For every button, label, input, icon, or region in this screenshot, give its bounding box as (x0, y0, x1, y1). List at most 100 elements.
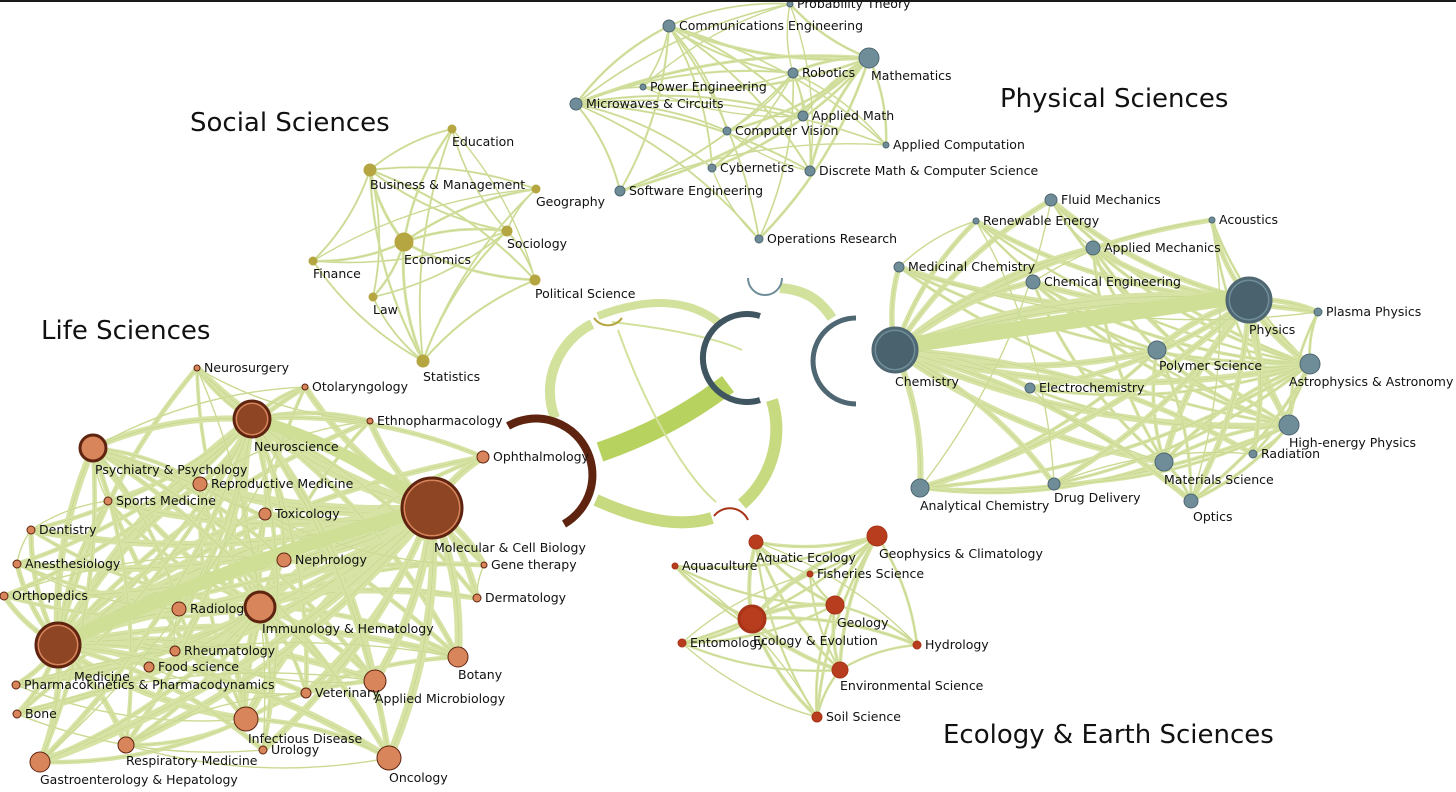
node-respiratory-medicine[interactable]: Respiratory Medicine (117, 736, 258, 768)
node-circle-radiation[interactable] (1248, 449, 1258, 459)
node-circle-geography[interactable] (531, 184, 541, 194)
node-materials-science[interactable]: Materials Science (1154, 452, 1274, 487)
node-geology[interactable]: Geology (825, 595, 889, 630)
node-statistics[interactable]: Statistics (416, 354, 480, 384)
node-circle-political-science[interactable] (529, 274, 541, 286)
node-law[interactable]: Law (368, 292, 398, 317)
node-circle-discrete-math-and-computer-science[interactable] (804, 165, 816, 177)
node-circle-communications-engineering[interactable] (662, 19, 676, 33)
node-ethnopharmacology[interactable]: Ethnopharmacology (366, 413, 503, 428)
node-aquaculture[interactable]: Aquaculture (671, 558, 758, 573)
node-circle-acoustics[interactable] (1208, 216, 1216, 224)
node-high-energy-physics[interactable]: High-energy Physics (1278, 414, 1416, 450)
node-circle-ethnopharmacology[interactable] (366, 417, 374, 425)
node-polymer-science[interactable]: Polymer Science (1147, 340, 1262, 373)
node-circle-cybernetics[interactable] (707, 163, 717, 173)
node-circle-entomology[interactable] (677, 638, 687, 648)
node-urology[interactable]: Urology (258, 742, 320, 757)
node-operations-research[interactable]: Operations Research (754, 231, 897, 246)
node-drug-delivery[interactable]: Drug Delivery (1047, 477, 1141, 505)
node-plasma-physics[interactable]: Plasma Physics (1313, 304, 1421, 319)
node-chemistry[interactable]: Chemistry (871, 326, 960, 389)
node-toxicology[interactable]: Toxicology (258, 506, 340, 521)
node-circle-astrophysics-and-astronomy[interactable] (1299, 353, 1321, 375)
node-circle-reproductive-medicine[interactable] (192, 476, 208, 492)
node-power-engineering[interactable]: Power Engineering (639, 79, 767, 94)
node-circle-power-engineering[interactable] (639, 83, 647, 91)
node-mathematics[interactable]: Mathematics (858, 47, 952, 83)
node-ophthalmology[interactable]: Ophthalmology (476, 449, 590, 464)
node-circle-nephrology[interactable] (276, 552, 292, 568)
node-chemical-engineering[interactable]: Chemical Engineering (1025, 274, 1181, 290)
node-circle-aquatic-ecology[interactable] (748, 534, 764, 550)
node-molecular-and-cell-biology[interactable]: Molecular & Cell Biology (400, 476, 586, 555)
node-circle-botany[interactable] (447, 646, 469, 668)
node-optics[interactable]: Optics (1183, 493, 1233, 524)
node-electrochemistry[interactable]: Electrochemistry (1024, 380, 1145, 395)
node-circle-economics[interactable] (394, 232, 414, 252)
node-circle-oncology[interactable] (376, 745, 402, 771)
node-circle-infectious-disease[interactable] (233, 706, 259, 732)
node-geography[interactable]: Geography (531, 184, 606, 209)
node-circle-anesthesiology[interactable] (12, 559, 22, 569)
node-circle-software-engineering[interactable] (614, 185, 626, 197)
node-circle-dermatology[interactable] (472, 593, 482, 603)
node-circle-applied-microbiology[interactable] (363, 669, 387, 693)
node-circle-soil-science[interactable] (811, 711, 823, 723)
node-circle-law[interactable] (368, 292, 378, 302)
node-rheumatology[interactable]: Rheumatology (169, 643, 276, 658)
node-circle-food-science[interactable] (143, 661, 155, 673)
node-radiology[interactable]: Radiology (171, 601, 252, 617)
node-circle-electrochemistry[interactable] (1024, 382, 1036, 394)
node-dermatology[interactable]: Dermatology (472, 590, 567, 605)
node-circle-bone[interactable] (12, 709, 22, 719)
node-pharmacokinetics-and-pharmacodynamics[interactable]: Pharmacokinetics & Pharmacodynamics (11, 677, 275, 692)
node-education[interactable]: Education (447, 124, 514, 149)
node-aquatic-ecology[interactable]: Aquatic Ecology (748, 534, 857, 565)
node-astrophysics-and-astronomy[interactable]: Astrophysics & Astronomy (1289, 353, 1454, 389)
node-circle-environmental-science[interactable] (831, 661, 849, 679)
node-circle-veterinary[interactable] (300, 687, 312, 699)
node-sports-medicine[interactable]: Sports Medicine (103, 493, 216, 508)
node-economics[interactable]: Economics (394, 232, 471, 267)
node-food-science[interactable]: Food science (143, 659, 239, 674)
node-circle-microwaves-and-circuits[interactable] (569, 97, 583, 111)
node-circle-analytical-chemistry[interactable] (910, 478, 930, 498)
node-anesthesiology[interactable]: Anesthesiology (12, 556, 121, 571)
node-circle-fluid-mechanics[interactable] (1044, 193, 1058, 207)
node-circle-drug-delivery[interactable] (1047, 477, 1061, 491)
node-bone[interactable]: Bone (12, 706, 57, 721)
node-circle-polymer-science[interactable] (1147, 340, 1167, 360)
node-hydrology[interactable]: Hydrology (912, 637, 989, 652)
node-immunology-and-hematology[interactable]: Immunology & Hematology (243, 590, 434, 636)
node-circle-ophthalmology[interactable] (476, 450, 490, 464)
node-circle-radiology[interactable] (171, 601, 187, 617)
node-communications-engineering[interactable]: Communications Engineering (662, 18, 863, 33)
node-circle-respiratory-medicine[interactable] (117, 736, 135, 754)
node-cybernetics[interactable]: Cybernetics (707, 160, 794, 175)
node-circle-psychiatry-and-psychology[interactable] (78, 433, 108, 463)
node-veterinary[interactable]: Veterinary (300, 685, 380, 700)
node-otolaryngology[interactable]: Otolaryngology (301, 379, 409, 394)
node-circle-operations-research[interactable] (754, 234, 764, 244)
node-circle-dentistry[interactable] (26, 525, 36, 535)
node-circle-gastroenterology-and-hepatology[interactable] (29, 751, 51, 773)
node-acoustics[interactable]: Acoustics (1208, 212, 1278, 227)
node-circle-aquaculture[interactable] (671, 562, 679, 570)
node-circle-mathematics[interactable] (858, 47, 880, 69)
node-medicine[interactable]: Medicine (34, 621, 130, 684)
node-physics[interactable]: Physics (1225, 276, 1295, 337)
node-circle-otolaryngology[interactable] (301, 383, 309, 391)
node-circle-chemical-engineering[interactable] (1025, 274, 1041, 290)
node-orthopedics[interactable]: Orthopedics (0, 588, 88, 603)
node-circle-urology[interactable] (258, 745, 268, 755)
node-applied-mechanics[interactable]: Applied Mechanics (1085, 240, 1221, 256)
node-entomology[interactable]: Entomology (677, 635, 765, 650)
node-oncology[interactable]: Oncology (376, 745, 448, 785)
node-circle-applied-math[interactable] (797, 110, 809, 122)
node-circle-plasma-physics[interactable] (1313, 307, 1323, 317)
node-applied-math[interactable]: Applied Math (797, 108, 894, 123)
node-circle-high-energy-physics[interactable] (1278, 414, 1300, 436)
node-circle-orthopedics[interactable] (0, 591, 9, 601)
node-fluid-mechanics[interactable]: Fluid Mechanics (1044, 192, 1161, 207)
